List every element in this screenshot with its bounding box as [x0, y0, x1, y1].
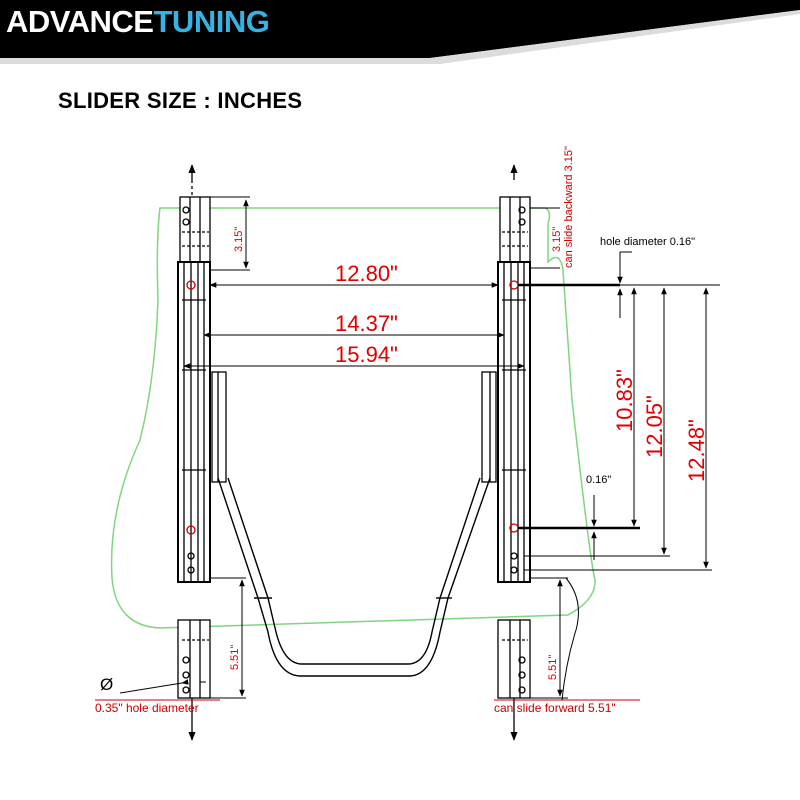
width-outer-label: 15.94"	[335, 342, 398, 367]
length-long-label: 12.48"	[684, 419, 709, 482]
slide-backward-note: can slide backward 3.15"	[563, 146, 575, 268]
length-dimensions	[518, 251, 720, 571]
back-travel-left-label: 3.15"	[233, 227, 245, 252]
small-offset-label: 0.16"	[586, 474, 611, 486]
hole-diameter-large-note: 0.35" hole diameter	[95, 701, 199, 715]
back-travel-right-label: 3.15"	[551, 227, 563, 252]
right-travel-dimensions	[530, 207, 568, 699]
diameter-symbol: Ø	[100, 675, 113, 694]
seat-outline	[110, 207, 596, 629]
slide-forward-note: can slide forward 5.51"	[494, 701, 616, 715]
bottom-annotation-lines	[95, 577, 640, 701]
front-travel-right-label: 5.51"	[547, 655, 559, 680]
right-rail	[481, 164, 531, 741]
brand-logo: ADVANCETUNING	[6, 4, 270, 40]
banner-black-shape	[0, 0, 800, 58]
width-mid-label: 14.37"	[335, 311, 398, 336]
brand-logo-part2: TUNING	[153, 4, 270, 39]
page-title: SLIDER SIZE : INCHES	[58, 88, 303, 113]
length-mid-label: 12.05"	[642, 395, 667, 458]
release-handle-bar	[217, 477, 491, 677]
front-travel-left-label: 5.51"	[229, 645, 241, 670]
hole-diameter-small-note: hole diameter 0.16"	[600, 236, 695, 248]
left-travel-dimensions	[210, 196, 250, 699]
width-dimensions	[183, 282, 525, 369]
brand-logo-part1: ADVANCE	[6, 4, 154, 39]
width-inner-label: 12.80"	[335, 261, 398, 286]
length-short-label: 10.83"	[612, 369, 637, 432]
brand-banner	[0, 0, 800, 64]
banner-shadow-shape	[0, 10, 800, 64]
left-rail	[177, 164, 227, 741]
